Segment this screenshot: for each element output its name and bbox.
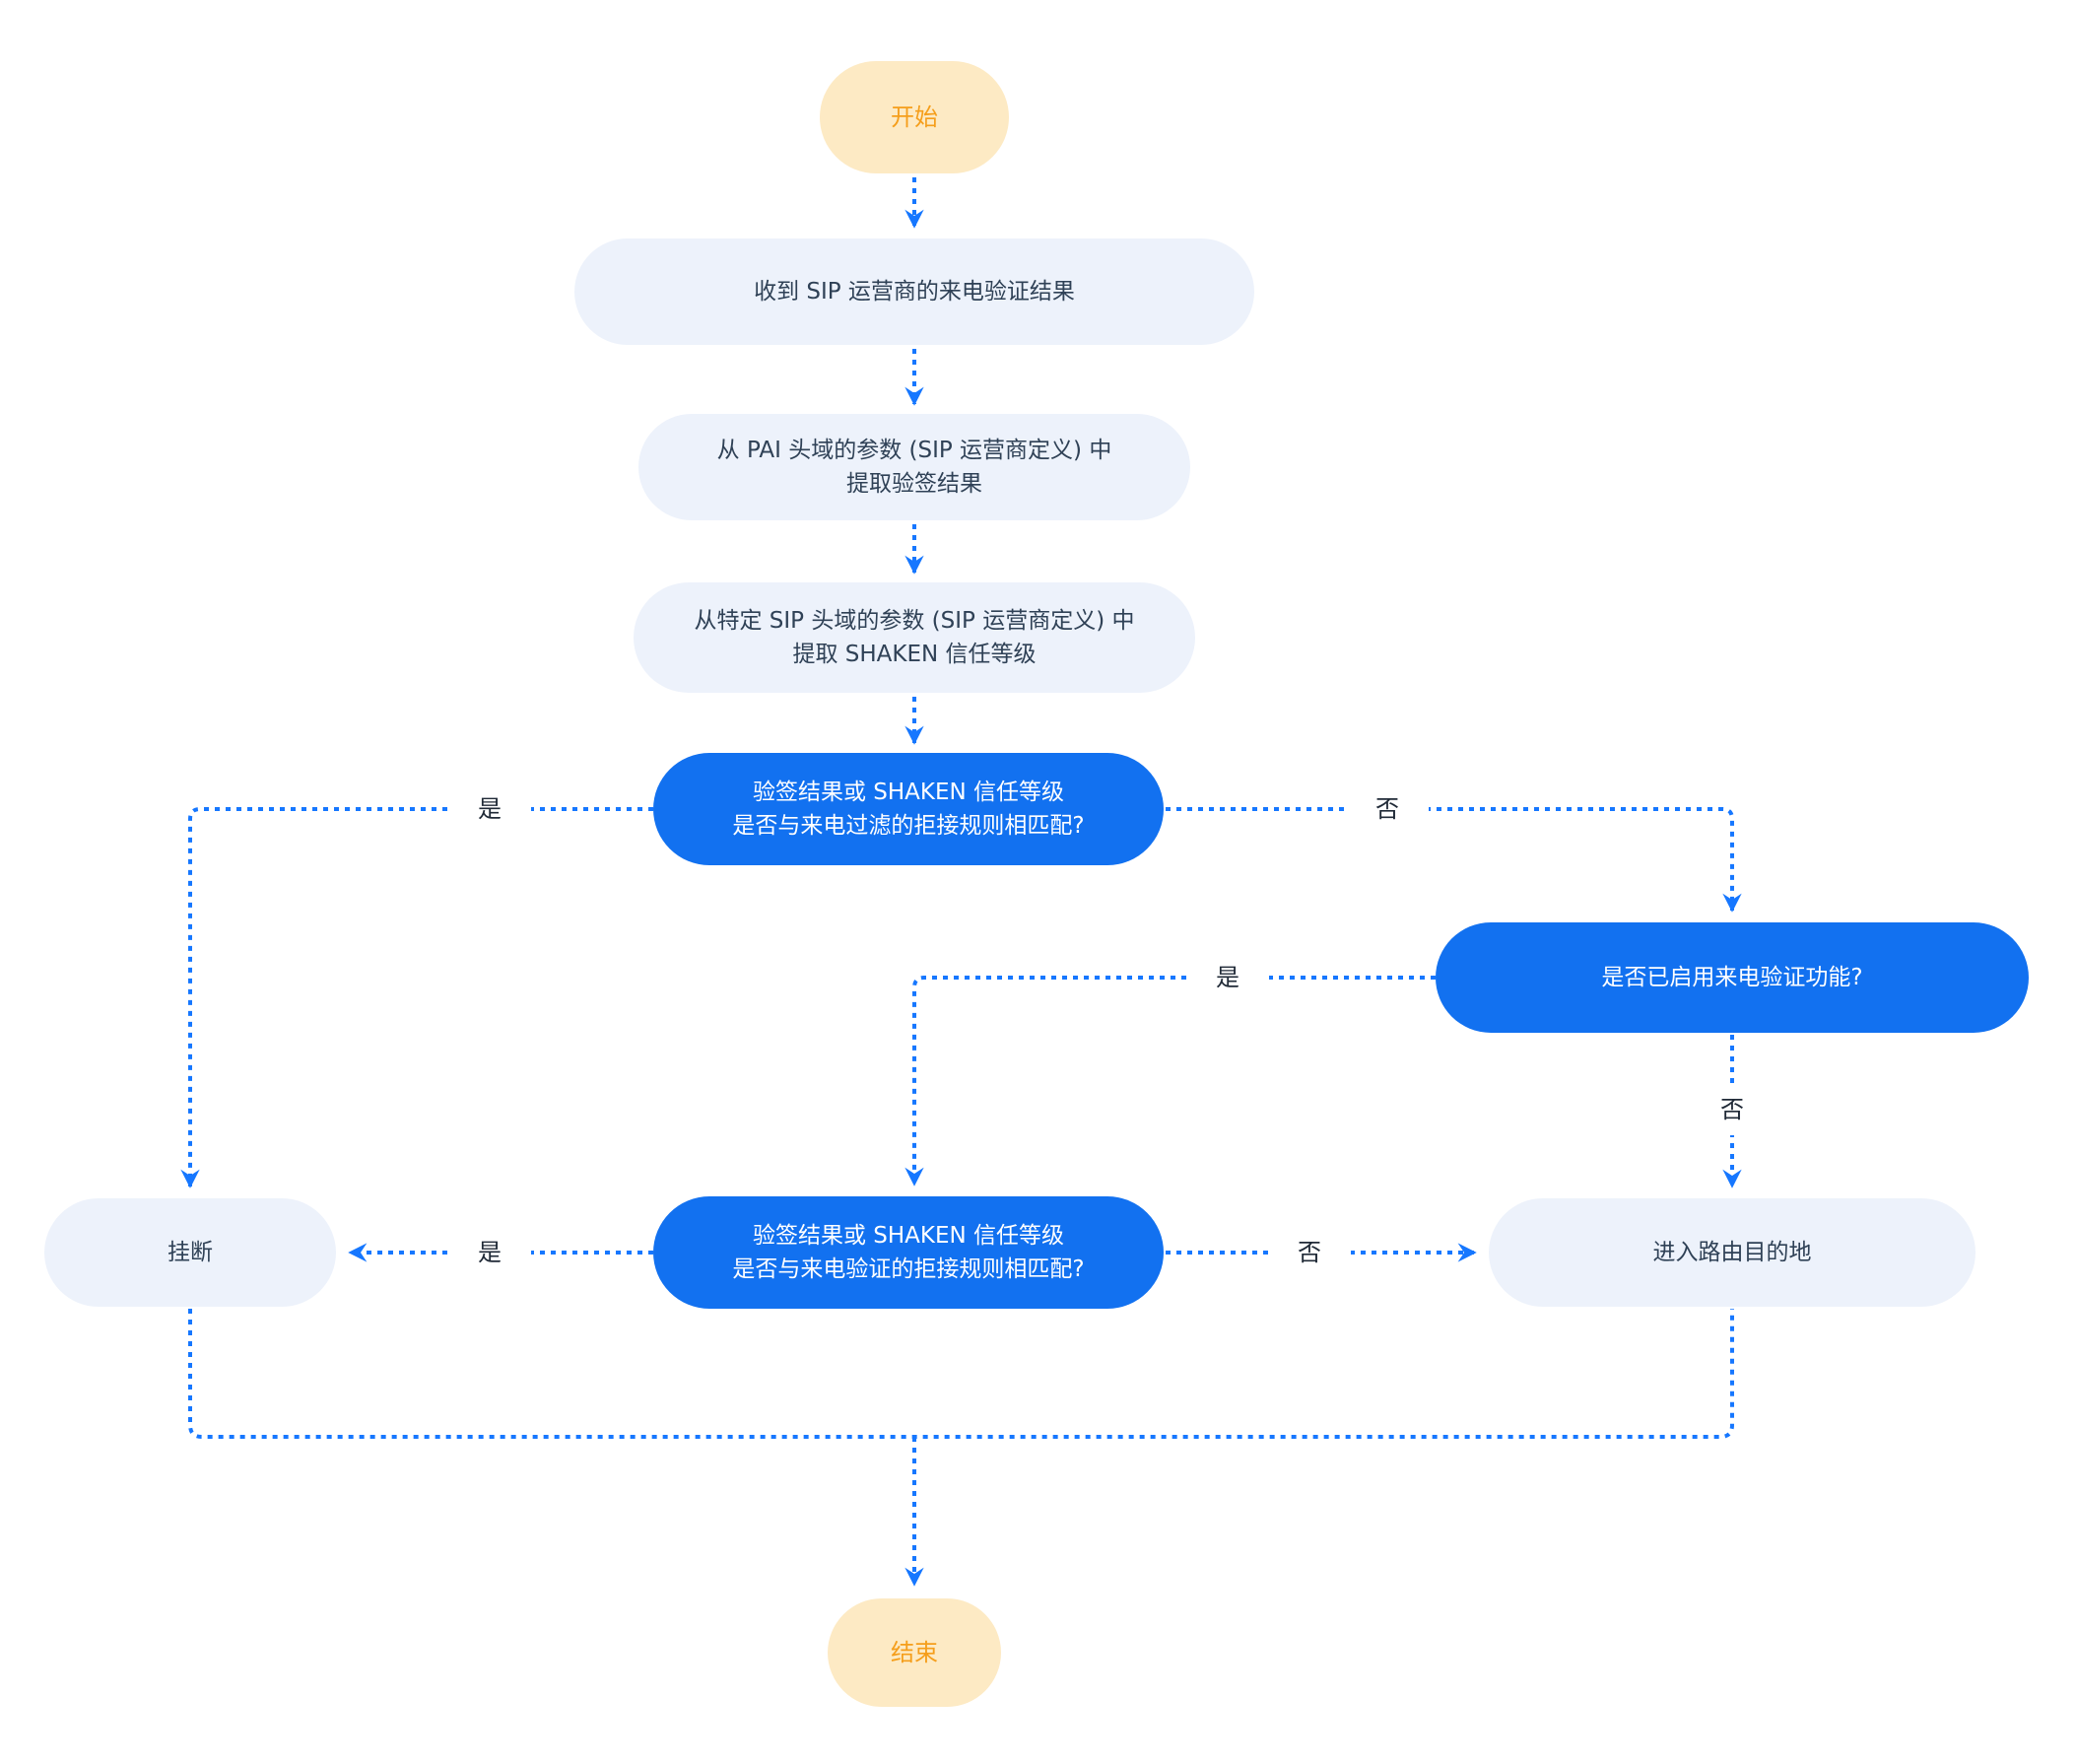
connector-match-filter-no-verification-enabled (1166, 807, 1742, 913)
node-match-filter-rules-line1: 验签结果或 SHAKEN 信任等级 (752, 780, 1065, 805)
node-extract-shaken-line1: 从特定 SIP 头域的参数 (SIP 运营商定义) 中 (694, 608, 1135, 634)
node-receive-result-label: 收到 SIP 运营商的来电验证结果 (754, 279, 1075, 305)
node-match-verification-rules-line2: 是否与来电验证的拒接规则相匹配? (732, 1256, 1085, 1282)
node-route-destination: 进入路由目的地 (1489, 1198, 1976, 1307)
node-extract-verstat-line2: 提取验签结果 (846, 471, 982, 497)
node-hangup: 挂断 (44, 1198, 336, 1307)
connector-verification-enabled-yes-match-verification (904, 976, 1436, 1187)
edge-label-enabled-yes: 是 (1186, 952, 1269, 1003)
node-match-filter-rules-line2: 是否与来电过滤的拒接规则相匹配? (732, 813, 1085, 839)
edge-label-verification-no: 否 (1268, 1227, 1351, 1278)
node-start-label: 开始 (891, 103, 938, 131)
node-extract-shaken-line2: 提取 SHAKEN 信任等级 (792, 642, 1037, 667)
edge-label-filter-yes: 是 (448, 783, 531, 835)
node-match-verification-rules-line1: 验签结果或 SHAKEN 信任等级 (752, 1223, 1065, 1249)
edge-label-enabled-no: 否 (1691, 1084, 1774, 1135)
node-match-filter-rules: 验签结果或 SHAKEN 信任等级 是否与来电过滤的拒接规则相匹配? (653, 753, 1164, 865)
node-extract-verstat-line1: 从 PAI 头域的参数 (SIP 运营商定义) 中 (716, 438, 1112, 463)
node-verification-enabled: 是否已启用来电验证功能? (1436, 922, 2029, 1033)
node-receive-result: 收到 SIP 运营商的来电验证结果 (574, 238, 1254, 345)
node-verification-enabled-label: 是否已启用来电验证功能? (1601, 965, 1863, 990)
node-extract-verstat: 从 PAI 头域的参数 (SIP 运营商定义) 中 提取验签结果 (638, 414, 1190, 520)
node-extract-shaken: 从特定 SIP 头域的参数 (SIP 运营商定义) 中 提取 SHAKEN 信任… (634, 582, 1195, 693)
connector-merge-line (188, 1309, 1734, 1439)
node-hangup-label: 挂断 (167, 1240, 213, 1265)
node-start: 开始 (820, 61, 1009, 173)
edge-label-verification-yes: 是 (448, 1227, 531, 1278)
edge-label-filter-no: 否 (1346, 783, 1429, 835)
node-match-verification-rules: 验签结果或 SHAKEN 信任等级 是否与来电验证的拒接规则相匹配? (653, 1196, 1164, 1309)
node-end: 结束 (828, 1598, 1001, 1707)
connector-match-filter-yes-hangup (180, 807, 653, 1188)
node-route-destination-label: 进入路由目的地 (1652, 1240, 1812, 1265)
node-end-label: 结束 (891, 1639, 938, 1666)
